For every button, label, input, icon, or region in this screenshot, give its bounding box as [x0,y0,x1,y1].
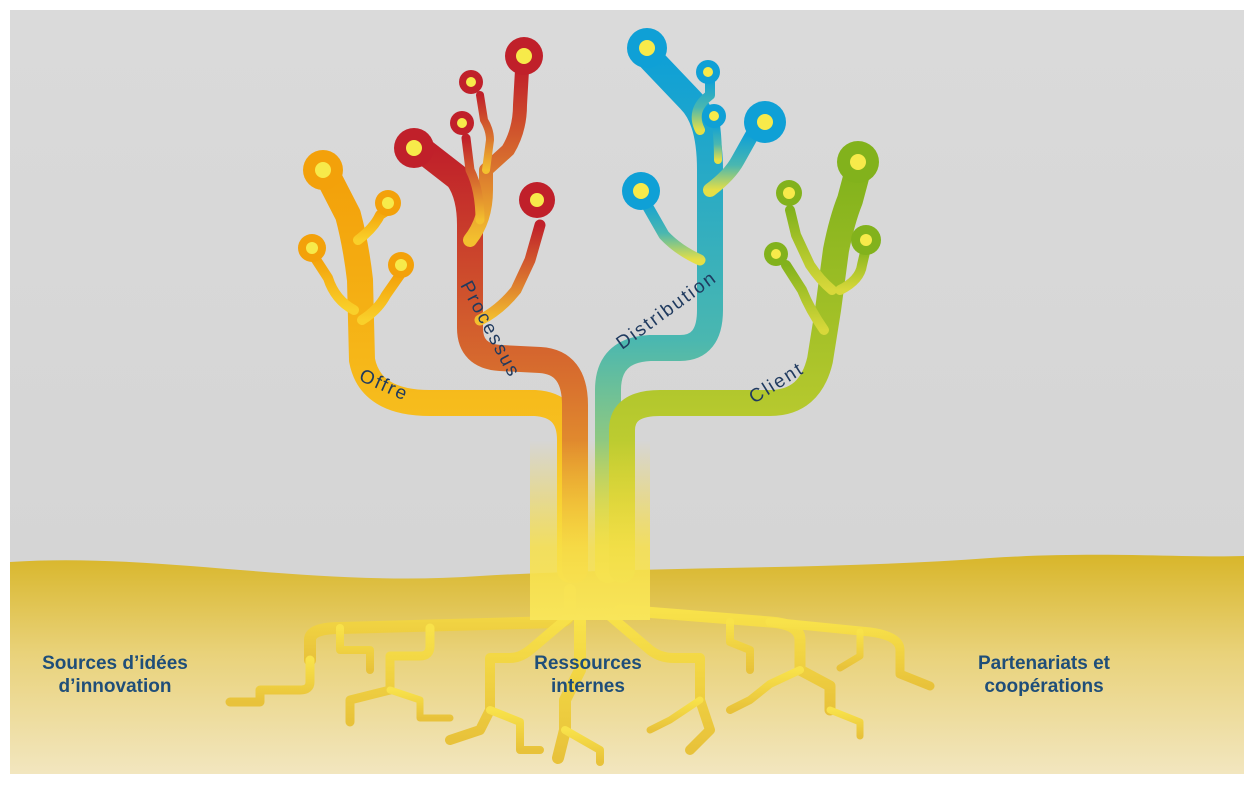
branch-client [609,157,871,583]
bulbs-client [764,141,881,266]
label-ressources-internes: Ressources internes [488,652,688,698]
tree-diagram: Offre Processus Distribution Client [10,10,1244,774]
bulbs-distribution [622,28,786,210]
bulbs-processus [394,37,555,218]
label-line: internes [551,676,625,697]
label-line: d’innovation [58,676,172,697]
diagram-frame: Offre Processus Distribution Client Sour… [10,10,1244,774]
label-sources-innovation: Sources d’idées d’innovation [12,652,218,698]
branch-processus [409,63,588,583]
label-line: coopérations [984,676,1104,697]
roots [225,584,935,766]
label-line: Sources d’idées [42,653,188,674]
label-partenariats: Partenariats et coopérations [940,652,1148,698]
branch-offre [310,167,583,583]
ground [10,554,1244,774]
trunk-glow [530,440,650,620]
label-line: Partenariats et [977,653,1110,674]
bulbs-offre [298,150,414,278]
label-line: Ressources [534,653,642,674]
